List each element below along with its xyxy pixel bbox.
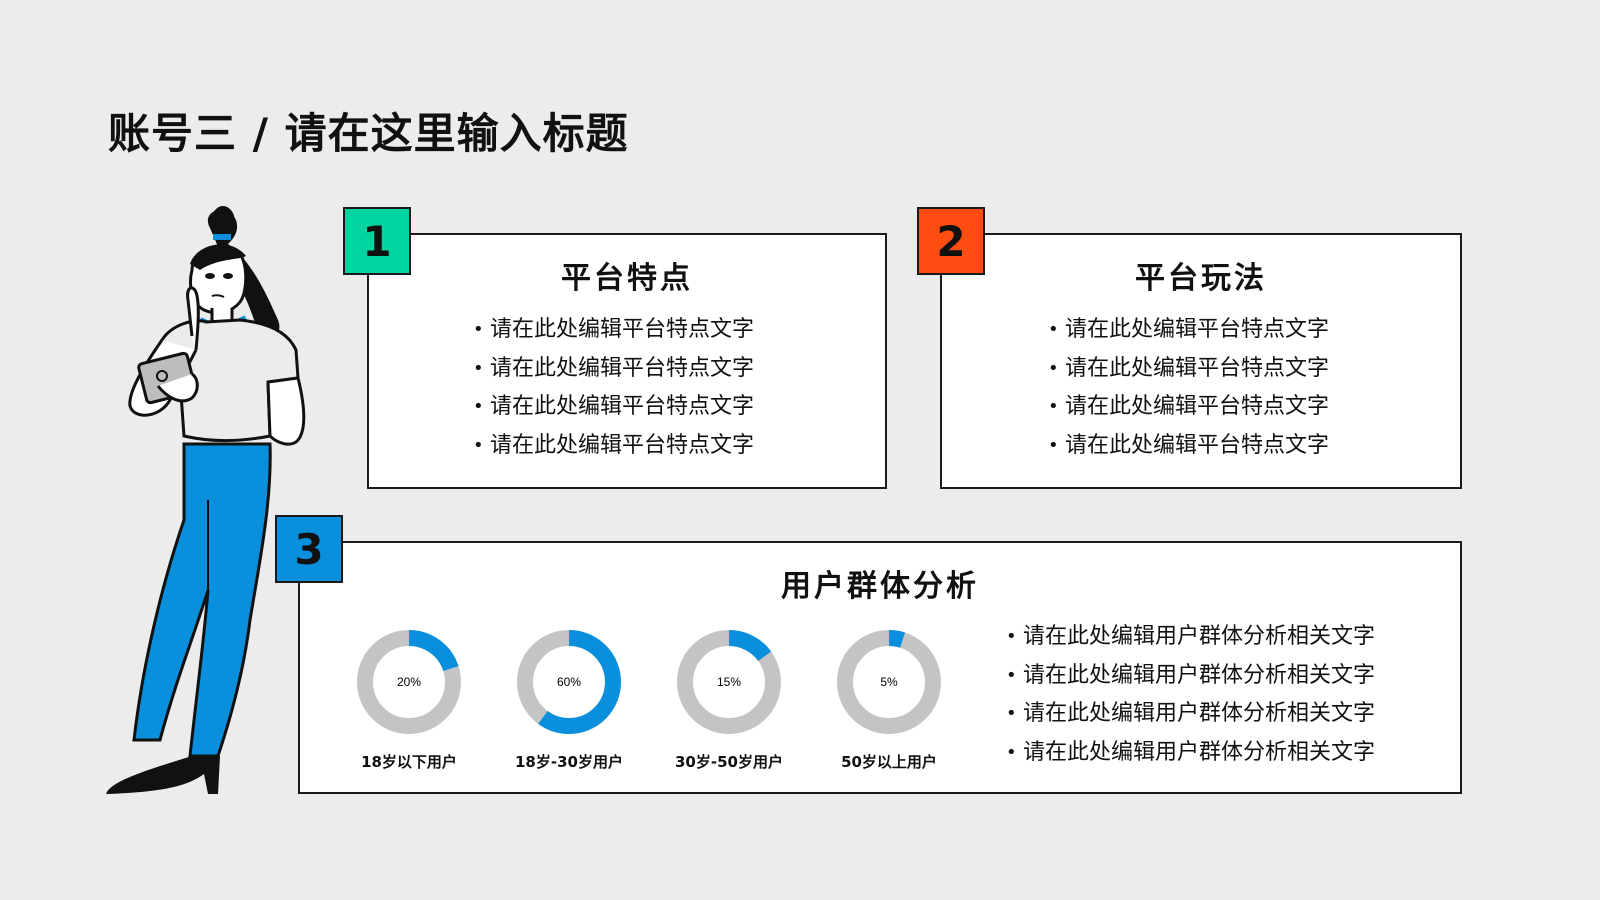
donut-arc bbox=[517, 630, 621, 734]
donut-svg: 5% bbox=[837, 630, 941, 734]
donut-svg: 20% bbox=[357, 630, 461, 734]
donut-caption: 18岁以下用户 bbox=[361, 753, 457, 771]
list-item: 请在此处编辑平台特点文字 bbox=[473, 388, 754, 427]
card-title: 平台特点 bbox=[561, 261, 693, 296]
woman-with-phone-illustration bbox=[100, 200, 315, 816]
donut-arc bbox=[677, 630, 781, 734]
donut-percent-label: 20% bbox=[397, 675, 421, 689]
list-item: 请在此处编辑用户群体分析相关文字 bbox=[1006, 657, 1375, 696]
list-item: 请在此处编辑平台特点文字 bbox=[473, 427, 754, 466]
list-item: 请在此处编辑平台特点文字 bbox=[473, 311, 754, 350]
donut-caption: 30岁-50岁用户 bbox=[675, 753, 783, 771]
bullet-list: 请在此处编辑平台特点文字 请在此处编辑平台特点文字 请在此处编辑平台特点文字 请… bbox=[473, 311, 754, 465]
section-number-badge: 1 bbox=[343, 207, 411, 275]
page-title: 账号三 / 请在这里输入标题 bbox=[108, 109, 629, 158]
card-title: 用户群体分析 bbox=[781, 569, 979, 604]
platform-features-card: 平台特点 请在此处编辑平台特点文字 请在此处编辑平台特点文字 请在此处编辑平台特… bbox=[367, 233, 887, 489]
card-title: 平台玩法 bbox=[1135, 261, 1267, 296]
donut-arc bbox=[357, 630, 461, 734]
donut-svg: 15% bbox=[677, 630, 781, 734]
donut-svg: 60% bbox=[517, 630, 621, 734]
section-number-badge: 2 bbox=[917, 207, 985, 275]
donut-percent-label: 15% bbox=[717, 675, 741, 689]
donut-percent-label: 60% bbox=[557, 675, 581, 689]
user-group-analysis-card: 用户群体分析 20% 18岁以下用户 60% 18岁-30岁用户 15% 30岁… bbox=[298, 541, 1462, 794]
donut-percent-label: 5% bbox=[880, 675, 898, 689]
bullet-list: 请在此处编辑用户群体分析相关文字 请在此处编辑用户群体分析相关文字 请在此处编辑… bbox=[1006, 618, 1375, 772]
donut-caption: 18岁-30岁用户 bbox=[515, 753, 623, 771]
list-item: 请在此处编辑平台特点文字 bbox=[1048, 427, 1329, 466]
list-item: 请在此处编辑用户群体分析相关文字 bbox=[1006, 695, 1375, 734]
list-item: 请在此处编辑用户群体分析相关文字 bbox=[1006, 734, 1375, 773]
list-item: 请在此处编辑用户群体分析相关文字 bbox=[1006, 618, 1375, 657]
platform-gameplay-card: 平台玩法 请在此处编辑平台特点文字 请在此处编辑平台特点文字 请在此处编辑平台特… bbox=[940, 233, 1462, 489]
donut-chart-under18: 20% 18岁以下用户 bbox=[344, 627, 474, 772]
bullet-list: 请在此处编辑平台特点文字 请在此处编辑平台特点文字 请在此处编辑平台特点文字 请… bbox=[1048, 311, 1329, 465]
donut-caption: 50岁以上用户 bbox=[841, 753, 937, 771]
section-number-badge: 3 bbox=[275, 515, 343, 583]
donut-chart-18-30: 60% 18岁-30岁用户 bbox=[504, 627, 634, 772]
list-item: 请在此处编辑平台特点文字 bbox=[473, 350, 754, 389]
list-item: 请在此处编辑平台特点文字 bbox=[1048, 388, 1329, 427]
list-item: 请在此处编辑平台特点文字 bbox=[1048, 350, 1329, 389]
donut-chart-over50: 5% 50岁以上用户 bbox=[824, 627, 954, 772]
donut-chart-30-50: 15% 30岁-50岁用户 bbox=[664, 627, 794, 772]
donut-arc bbox=[837, 630, 941, 734]
list-item: 请在此处编辑平台特点文字 bbox=[1048, 311, 1329, 350]
